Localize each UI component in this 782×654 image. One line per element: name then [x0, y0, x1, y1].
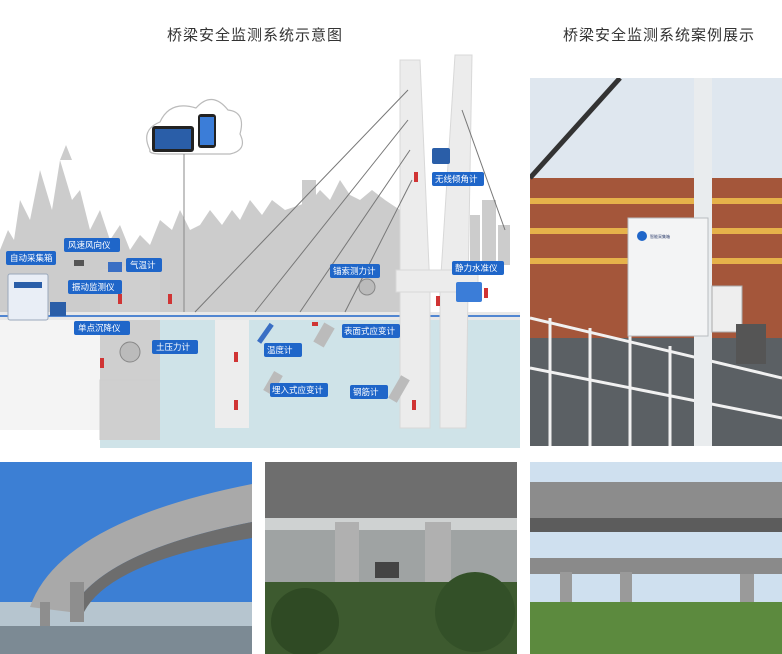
- anchor-meter-icon: [358, 278, 376, 296]
- temp-sensor-icon: [108, 262, 122, 272]
- label-rebar: 钢筋计: [350, 385, 388, 399]
- wind-sensor-icon: [74, 260, 84, 266]
- label-surface: 表面式应变计: [342, 324, 400, 338]
- label-level: 静力水准仪: [452, 261, 504, 275]
- svg-text:无线倾角计: 无线倾角计: [435, 174, 478, 185]
- diagram-title: 桥梁安全监测系统示意图: [167, 26, 344, 44]
- label-embed: 埋入式应变计: [270, 383, 328, 397]
- overpass-photo-2: [265, 462, 517, 654]
- approach-wall: [0, 320, 100, 430]
- auto-collection-box-icon: [7, 273, 49, 321]
- bridge-monitoring-diagram: 自动采集箱 风速风向仪 气温计 振动监测仪 单点沉降仪 土压力计 无线倾角计 锚…: [0, 54, 520, 448]
- label-anchor: 锚索测力计: [330, 264, 380, 278]
- svg-text:钢筋计: 钢筋计: [353, 387, 379, 398]
- svg-text:自动采集箱: 自动采集箱: [10, 253, 53, 264]
- wireless-tilt-icon: [432, 148, 450, 164]
- rebar-meter-icon: [388, 375, 410, 403]
- svg-text:温度计: 温度计: [267, 345, 293, 356]
- static-level-icon: [456, 282, 482, 302]
- label-auto-box: 自动采集箱: [6, 251, 56, 265]
- cloud-platform: [146, 98, 243, 320]
- thermometer-icon: [257, 322, 274, 344]
- svg-text:智能采集箱: 智能采集箱: [650, 233, 670, 239]
- label-wind: 风速风向仪: [64, 238, 120, 252]
- vibration-monitor-icon: [50, 302, 66, 316]
- svg-text:振动监测仪: 振动监测仪: [72, 282, 115, 293]
- surface-strain-icon: [313, 322, 335, 348]
- svg-text:静力水准仪: 静力水准仪: [455, 263, 498, 274]
- pylon: [395, 54, 479, 429]
- label-settlement: 单点沉降仪: [74, 321, 130, 335]
- stay-cables: [194, 89, 506, 313]
- soil-pressure-icon: [119, 341, 141, 363]
- svg-text:埋入式应变计: 埋入式应变计: [272, 385, 324, 396]
- sensor-markers: [100, 172, 488, 410]
- cabinet-logo-icon: [637, 231, 647, 241]
- pier-left: [215, 320, 249, 428]
- label-temp: 气温计: [126, 258, 162, 272]
- svg-text:单点沉降仪: 单点沉降仪: [78, 323, 121, 334]
- case-photo: 智能采集箱: [530, 78, 782, 446]
- svg-text:土压力计: 土压力计: [156, 342, 191, 353]
- label-vibration: 振动监测仪: [68, 280, 122, 294]
- label-thermo: 温度计: [264, 343, 302, 357]
- svg-text:表面式应变计: 表面式应变计: [344, 326, 396, 337]
- label-tilt: 无线倾角计: [432, 172, 484, 186]
- svg-text:锚索测力计: 锚索测力计: [333, 266, 376, 277]
- svg-text:气温计: 气温计: [130, 260, 156, 271]
- svg-text:风速风向仪: 风速风向仪: [68, 240, 111, 251]
- overpass-photo-3: [530, 462, 782, 654]
- overpass-photo-1: [0, 462, 252, 654]
- label-soil: 土压力计: [152, 340, 198, 354]
- case-title: 桥梁安全监测系统案例展示: [563, 26, 756, 44]
